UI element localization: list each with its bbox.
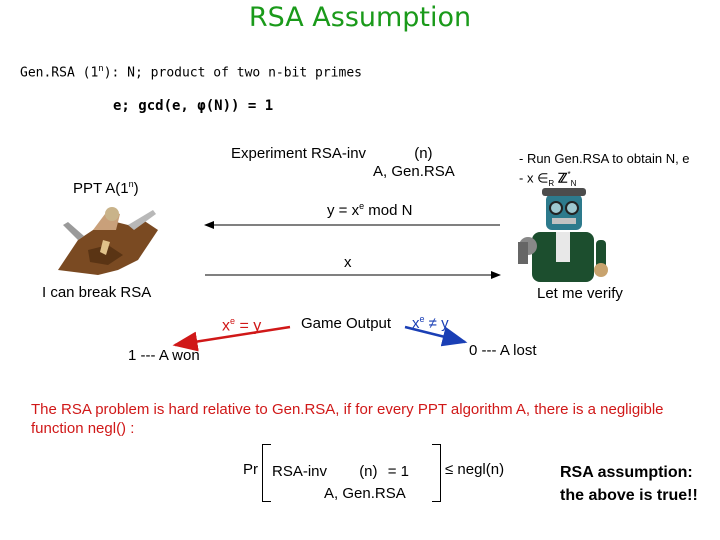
lose-x: x [412,315,420,332]
challenge-text: y = x [327,202,359,219]
outcome-lose: 0 --- A lost [469,342,537,359]
challenge-tail: mod N [364,202,412,219]
conclusion-line-1: RSA assumption: [560,461,698,484]
definition-text: The RSA problem is hard relative to Gen.… [31,401,664,437]
win-x: x [222,317,230,334]
formula-expr-text: RSA-inv [272,463,327,480]
conclusion-line-2: the above is true!! [560,484,698,507]
formula-pr: Pr [243,461,258,478]
formula-expr: RSA-inv (n) = 1 [272,463,409,480]
win-condition: xe = y [222,316,261,335]
formula-left-bracket [262,444,271,502]
lose-condition: xe ≠ y [412,314,449,332]
hardness-definition: The RSA problem is hard relative to Gen.… [31,400,671,438]
formula-right-bracket [432,444,441,502]
formula-le: ≤ [445,461,453,478]
message-answer: x [344,254,352,271]
conclusion: RSA assumption: the above is true!! [560,461,698,507]
formula-bound: ≤ negl(n) [445,461,504,478]
outcome-win: 1 --- A won [128,347,200,364]
message-challenge: y = xe mod N [327,201,412,219]
caption-adversary: I can break RSA [42,284,151,301]
game-output-label: Game Output [301,315,391,332]
formula-negl: negl(n) [457,461,504,478]
caption-verifier: Let me verify [537,285,623,302]
win-tail: = y [235,317,261,334]
formula-subscript: A, Gen.RSA [324,485,406,502]
formula-eq: = 1 [388,463,409,480]
lose-tail: ≠ y [425,315,449,332]
formula-param: (n) [359,463,377,480]
